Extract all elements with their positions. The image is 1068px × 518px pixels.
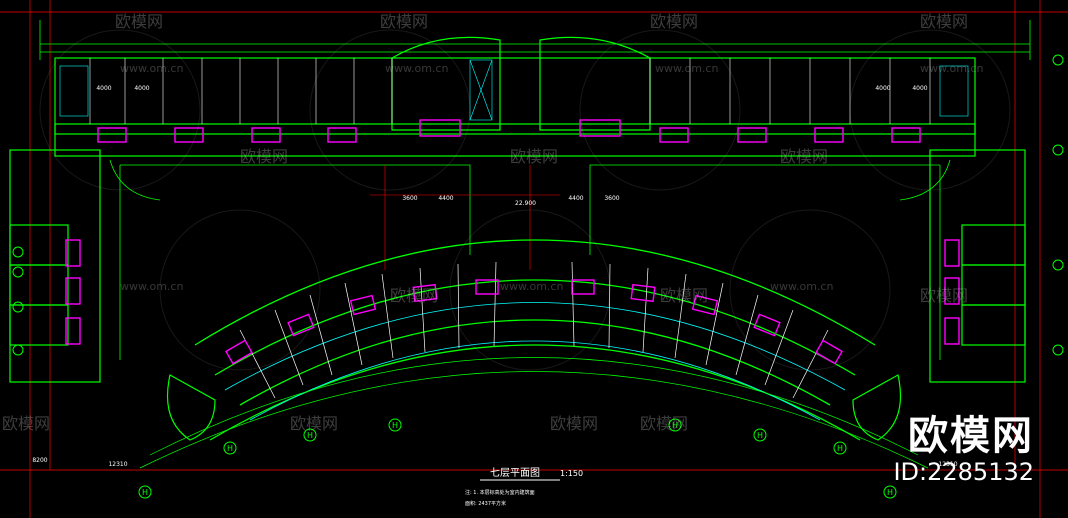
dimension-texts: 4000 4000 4000 4000 3600 4400 4400 3600 … (32, 85, 957, 468)
watermark-text: 欧模网 (780, 147, 829, 166)
wing-fixtures (65, 239, 960, 345)
axis-labels: H H H H H H H H (142, 421, 893, 497)
elevation-label: 22.900 (515, 200, 536, 207)
drawing-title: 七层平面图 (490, 467, 540, 479)
dim-center-4: 3600 (604, 195, 619, 202)
drawing-note-1: 注: 1. 本层标高处为室内建筑面 (465, 489, 535, 496)
watermark-text: 欧模网 (2, 414, 51, 433)
courtyard-outline (109, 159, 951, 360)
axis-label: H (672, 421, 678, 430)
watermark-text: 欧模网 (290, 414, 339, 433)
dim-bottom-1: 8200 (32, 457, 47, 464)
dim-left-1: 4000 (96, 85, 111, 92)
watermark-text: 欧模网 (380, 12, 429, 31)
asset-id: ID:2285132 (893, 458, 1034, 486)
right-wing (929, 149, 1026, 383)
axis-label: H (757, 431, 763, 440)
stair-towers (166, 374, 902, 441)
dim-center-2: 4400 (438, 195, 453, 202)
brand-watermark: 欧模网 ID:2285132 (893, 414, 1034, 486)
watermark-text: 欧模网 (510, 147, 559, 166)
upper-wing-fixtures (97, 119, 921, 143)
watermark-url: www.om.cn (500, 280, 564, 293)
dim-center-1: 3600 (402, 195, 417, 202)
axis-label: H (142, 488, 148, 497)
upper-wing-partitions (89, 58, 931, 124)
axis-label: H (392, 421, 398, 430)
dim-center-3: 4400 (568, 195, 583, 202)
arc-wing-cyan (224, 302, 846, 421)
watermark-url: www.om.cn (770, 280, 834, 293)
arc-dimension-chain (139, 357, 929, 469)
watermark-text: 欧模网 (650, 12, 699, 31)
top-dimension-chain (39, 20, 1031, 60)
watermark-url: www.om.cn (385, 62, 449, 75)
brand-name: 欧模网 (908, 413, 1034, 459)
drawing-note-2: 面积: 2437平方米 (465, 500, 506, 507)
axis-label: H (227, 444, 233, 453)
arc-radial-walls (239, 261, 829, 399)
axis-label: H (837, 444, 843, 453)
axis-label: H (887, 488, 893, 497)
axis-label: H (307, 431, 313, 440)
upper-wing-text-cyan (59, 59, 969, 121)
watermark-text: 欧模网 (115, 12, 164, 31)
watermark-url: www.om.cn (120, 62, 184, 75)
watermark-text: 欧模网 (920, 12, 969, 31)
watermark-text: 欧模网 (240, 147, 289, 166)
left-wing (9, 149, 101, 383)
watermark-url: www.om.cn (920, 62, 984, 75)
left-axis-bubbles (12, 54, 1064, 356)
watermark-text: 欧模网 (550, 414, 599, 433)
dim-right-1: 4000 (875, 85, 890, 92)
courtyard-red-lines (370, 165, 560, 270)
dim-bottom-2: 12310 (108, 461, 127, 468)
dim-left-2: 4000 (134, 85, 149, 92)
watermark-url: www.om.cn (120, 280, 184, 293)
dim-bottom-3: 12310 (938, 461, 957, 468)
watermark-text: 欧模网 (660, 286, 709, 305)
axis-bubbles (138, 418, 897, 499)
upper-wing (54, 36, 976, 157)
watermark-text: 欧模网 (390, 286, 439, 305)
watermark-text: 欧模网 (640, 414, 689, 433)
watermark-text: 欧模网 (920, 286, 969, 305)
watermark-url: www.om.cn (655, 62, 719, 75)
drawing-scale: 1:150 (560, 469, 583, 478)
dim-right-2: 4000 (912, 85, 927, 92)
watermark-circles (39, 29, 1011, 371)
arc-fixtures (225, 279, 843, 365)
